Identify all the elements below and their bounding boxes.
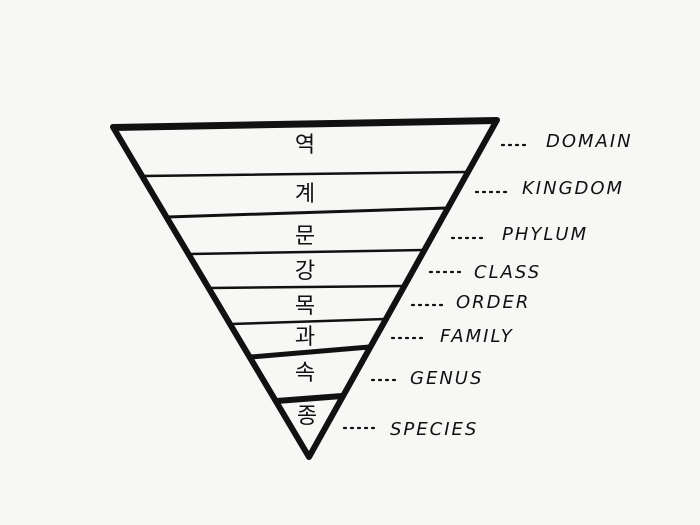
- korean-label-genus: 속: [295, 361, 315, 386]
- english-label-order: ORDER: [456, 292, 530, 313]
- korean-label-kingdom: 계: [295, 182, 315, 207]
- english-label-phylum: PHYLUM: [502, 224, 588, 245]
- level-divider-1: [141, 170, 469, 178]
- english-label-genus: GENUS: [410, 368, 483, 389]
- korean-label-order: 목: [295, 294, 315, 319]
- english-label-species: SPECIES: [390, 419, 478, 440]
- english-label-domain: DOMAIN: [546, 131, 633, 152]
- level-dividers: [141, 170, 469, 404]
- level-divider-3: [188, 248, 425, 256]
- level-divider-6: [248, 344, 372, 360]
- korean-label-species: 종: [297, 404, 317, 429]
- english-label-family: FAMILY: [440, 326, 514, 347]
- korean-label-class: 강: [295, 259, 315, 284]
- korean-label-family: 과: [295, 325, 315, 350]
- korean-label-phylum: 문: [295, 224, 315, 249]
- level-divider-7: [273, 393, 346, 404]
- english-label-class: CLASS: [474, 262, 541, 283]
- level-divider-5: [229, 317, 387, 326]
- korean-label-domain: 역: [295, 133, 315, 158]
- pyramid-top-edge: [112, 120, 498, 131]
- english-label-kingdom: KINGDOM: [522, 178, 624, 199]
- dotted-leaders: [342, 143, 532, 430]
- korean-labels: 역 계 문 강 목 과 속 종: [295, 133, 317, 429]
- level-divider-4: [208, 284, 405, 290]
- english-labels: DOMAIN KINGDOM PHYLUM CLASS ORDER FAMILY…: [390, 131, 633, 440]
- level-divider-2: [165, 206, 449, 219]
